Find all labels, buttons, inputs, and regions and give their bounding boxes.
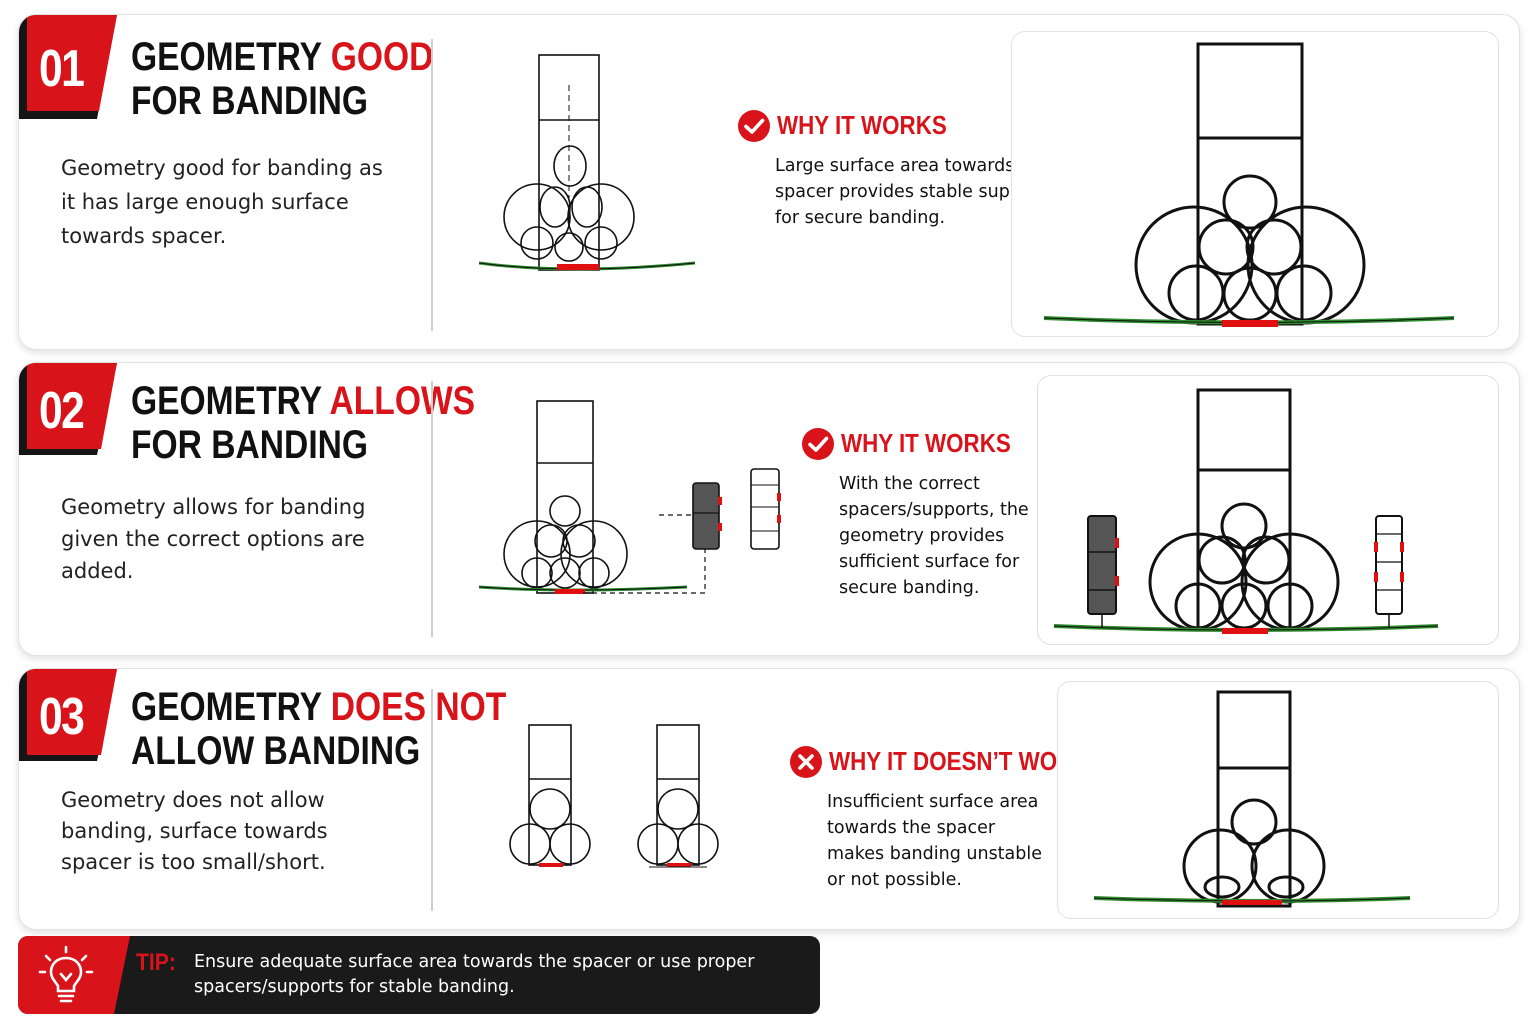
why-title: WHY IT WORKS	[841, 428, 1011, 458]
heading-line2: ALLOW BANDING	[131, 729, 421, 773]
tip-text: Ensure adequate surface area towards the…	[194, 952, 755, 997]
section-number-badge: 03	[19, 669, 139, 773]
section-card-03: 03 GEOMETRY DOES NOT ALLOW BANDING Geome…	[18, 668, 1520, 930]
large-geometry-diagram-insufficient	[1093, 690, 1411, 908]
small-geometry-diagram	[478, 54, 696, 271]
section-card-02: 02 GEOMETRY ALLOWS FOR BANDING Geometry …	[18, 362, 1520, 656]
why-it-works-block: WHY IT WORKS With the correct spacers/su…	[801, 427, 1131, 627]
why-text: With the correct spacers/supports, the g…	[839, 474, 1029, 598]
heading-line2: FOR BANDING	[131, 423, 369, 467]
large-geometry-diagram-with-spacers	[1053, 388, 1439, 634]
heading-plain: GEOMETRY	[131, 379, 330, 423]
x-circle-icon	[790, 746, 822, 778]
small-geometry-diagrams-insufficient	[509, 724, 719, 868]
divider	[431, 689, 433, 911]
divider	[431, 381, 433, 637]
check-circle-icon	[802, 428, 834, 460]
section-number-badge: 02	[19, 363, 139, 467]
lightbulb-icon	[38, 945, 94, 1003]
why-text: Large surface area towards the spacer pr…	[775, 156, 1049, 228]
heading-plain: GEOMETRY	[131, 35, 331, 79]
heading-line2: FOR BANDING	[131, 79, 369, 123]
tip-label: TIP:	[136, 949, 176, 976]
section-number: 01	[39, 40, 85, 98]
section-description: Geometry does not allow banding, surface…	[61, 788, 328, 874]
section-number: 03	[39, 688, 85, 746]
why-text: Insufficient surface area towards the sp…	[827, 792, 1043, 890]
heading-accent: ALLOWS	[329, 379, 476, 423]
badge-shape	[19, 363, 117, 455]
section-description: Geometry allows for banding given the co…	[61, 495, 366, 583]
why-it-doesnt-work-block: WHY IT DOESN’T WORK Insufficient surface…	[789, 745, 1119, 915]
heading-accent: GOOD	[330, 35, 434, 79]
check-circle-icon	[738, 110, 770, 142]
section-heading: GEOMETRY DOES NOT ALLOW BANDING	[131, 685, 506, 773]
why-it-works-block: WHY IT WORKS Large surface area towards …	[737, 109, 1057, 289]
tip-bar: TIP: Ensure adequate surface area toward…	[18, 936, 820, 1014]
section-heading: GEOMETRY ALLOWS FOR BANDING	[131, 379, 475, 467]
divider	[431, 39, 433, 331]
heading-plain: GEOMETRY	[131, 685, 331, 729]
section-card-01: 01 GEOMETRY GOOD FOR BANDING Geometry go…	[18, 14, 1520, 350]
badge-shape	[19, 15, 117, 119]
why-title: WHY IT DOESN’T WORK	[829, 746, 1090, 776]
enlarged-geometry-panel	[1011, 31, 1499, 337]
badge-shape	[19, 669, 117, 761]
section-heading: GEOMETRY GOOD FOR BANDING	[131, 35, 433, 123]
enlarged-geometry-panel	[1057, 681, 1499, 919]
large-geometry-diagram	[1043, 42, 1455, 327]
why-title: WHY IT WORKS	[777, 110, 947, 140]
section-number: 02	[39, 382, 85, 440]
enlarged-geometry-panel	[1037, 375, 1499, 645]
section-description: Geometry good for banding as it has larg…	[61, 156, 383, 248]
small-geometry-diagram-with-spacers	[478, 400, 781, 594]
section-number-badge: 01	[19, 15, 139, 119]
heading-accent: DOES NOT	[330, 685, 507, 729]
